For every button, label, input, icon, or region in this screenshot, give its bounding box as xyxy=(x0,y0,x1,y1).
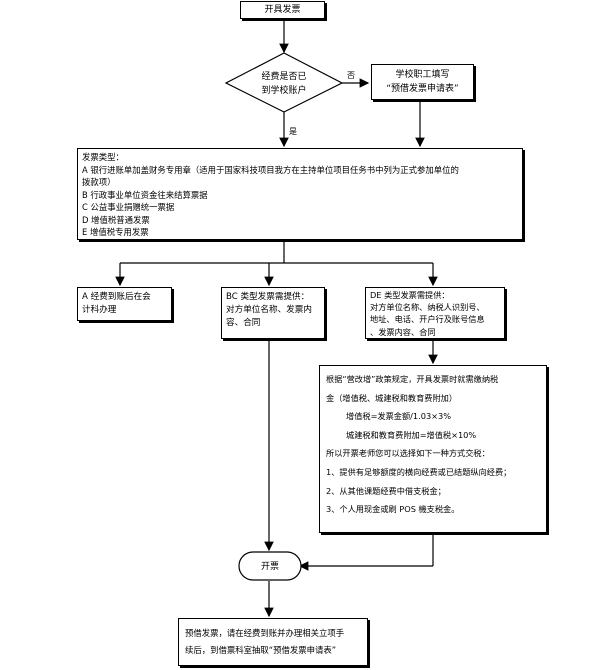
issue-terminator xyxy=(238,551,302,581)
types-line: A 银行进账单加盖财务专用章（适用于国家科技项目我方在主持单位项目任务书中列为正… xyxy=(82,164,459,175)
tax-line: 3、个人用现金或刷 POS 機支税金。 xyxy=(326,504,460,515)
tax-line: 1、提供有足够额度的横向经费或已结题纵向经费； xyxy=(326,466,512,477)
type-a-line-1: A 经费到账后在会 xyxy=(82,292,151,302)
decision-diamond xyxy=(224,52,344,113)
types-line: 拨款项） xyxy=(82,177,116,187)
type-bc-line-2: 对方单位名称、发票内 xyxy=(226,305,312,315)
types-line: D 增值税普通发票 xyxy=(82,214,150,225)
decision-line-2: 到学校账户 xyxy=(261,86,307,96)
edge-label-no: 否 xyxy=(347,71,355,80)
tax-line: 2、从其他课题经费中借支税金； xyxy=(326,485,446,496)
tax-line: 城建税和教育费附加=增值税×10% xyxy=(346,429,477,440)
invoice-types-box: 发票类型： A 银行进账单加盖财务专用章（适用于国家科技项目我方在主持单位项目任… xyxy=(77,148,523,240)
type-de-line-1: DE 类型发票需提供： xyxy=(370,290,450,300)
fill-form-box: 学校职工填写 “预借发票申请表” xyxy=(371,64,474,100)
type-de-line-2: 对方单位名称、纳税人识别号、 xyxy=(370,302,485,313)
type-de-line-3: 地址、电话、开户行及账号信息 xyxy=(370,314,485,325)
tax-line: 根据“营改增”政策规定，开具发票时就需缴纳税 xyxy=(326,374,499,384)
fill-form-line-1: 学校职工填写 xyxy=(395,70,450,80)
tax-line: 所以开票老师您可以选择如下一种方式交税： xyxy=(326,448,490,459)
start-label: 开具发票 xyxy=(264,5,301,15)
start-box: 开具发票 xyxy=(240,1,325,19)
final-line-2: 续后，到借票科室抽取“预借发票申请表” xyxy=(185,645,337,655)
decision-line-1: 经费是否已 xyxy=(261,72,307,82)
tax-line: 金（增值税、城建税和教育费附加） xyxy=(326,392,458,403)
type-bc-box: BC 类型发票需提供： 对方单位名称、发票内 容、合同 xyxy=(221,287,325,339)
type-de-box: DE 类型发票需提供： 对方单位名称、纳税人识别号、 地址、电话、开户行及账号信… xyxy=(365,287,505,339)
type-bc-line-1: BC 类型发票需提供： xyxy=(226,292,310,302)
types-line: B 行政事业单位资金往来结算票据 xyxy=(82,189,208,200)
type-bc-line-3: 容、合同 xyxy=(226,318,261,328)
decision-text: 经费是否已 到学校账户 xyxy=(240,70,328,98)
type-a-box: A 经费到账后在会 计科办理 xyxy=(77,287,172,321)
tax-line: 增值税=发票金额/1.03×3% xyxy=(346,411,452,422)
issue-label: 开票 xyxy=(260,562,279,572)
types-line: 发票类型： xyxy=(82,152,124,162)
issue-label-wrap: 开票 xyxy=(239,559,301,572)
type-de-line-4: 、发票内容、合同 xyxy=(370,326,436,337)
types-line: C 公益事业捐赠统一票据 xyxy=(82,202,175,212)
fill-form-line-2: “预借发票申请表” xyxy=(386,84,459,94)
tax-box: 根据“营改增”政策规定，开具发票时就需缴纳税 金（增值税、城建税和教育费附加） … xyxy=(319,365,547,533)
types-line: E 增值税专用发票 xyxy=(82,227,149,237)
final-line-1: 预借发票，请在经费到账并办理相关立项手 xyxy=(185,628,345,638)
edge-label-yes: 是 xyxy=(289,127,297,136)
type-a-line-2: 计科办理 xyxy=(82,305,117,315)
final-box: 预借发票，请在经费到账并办理相关立项手 续后，到借票科室抽取“预借发票申请表” xyxy=(178,618,368,666)
